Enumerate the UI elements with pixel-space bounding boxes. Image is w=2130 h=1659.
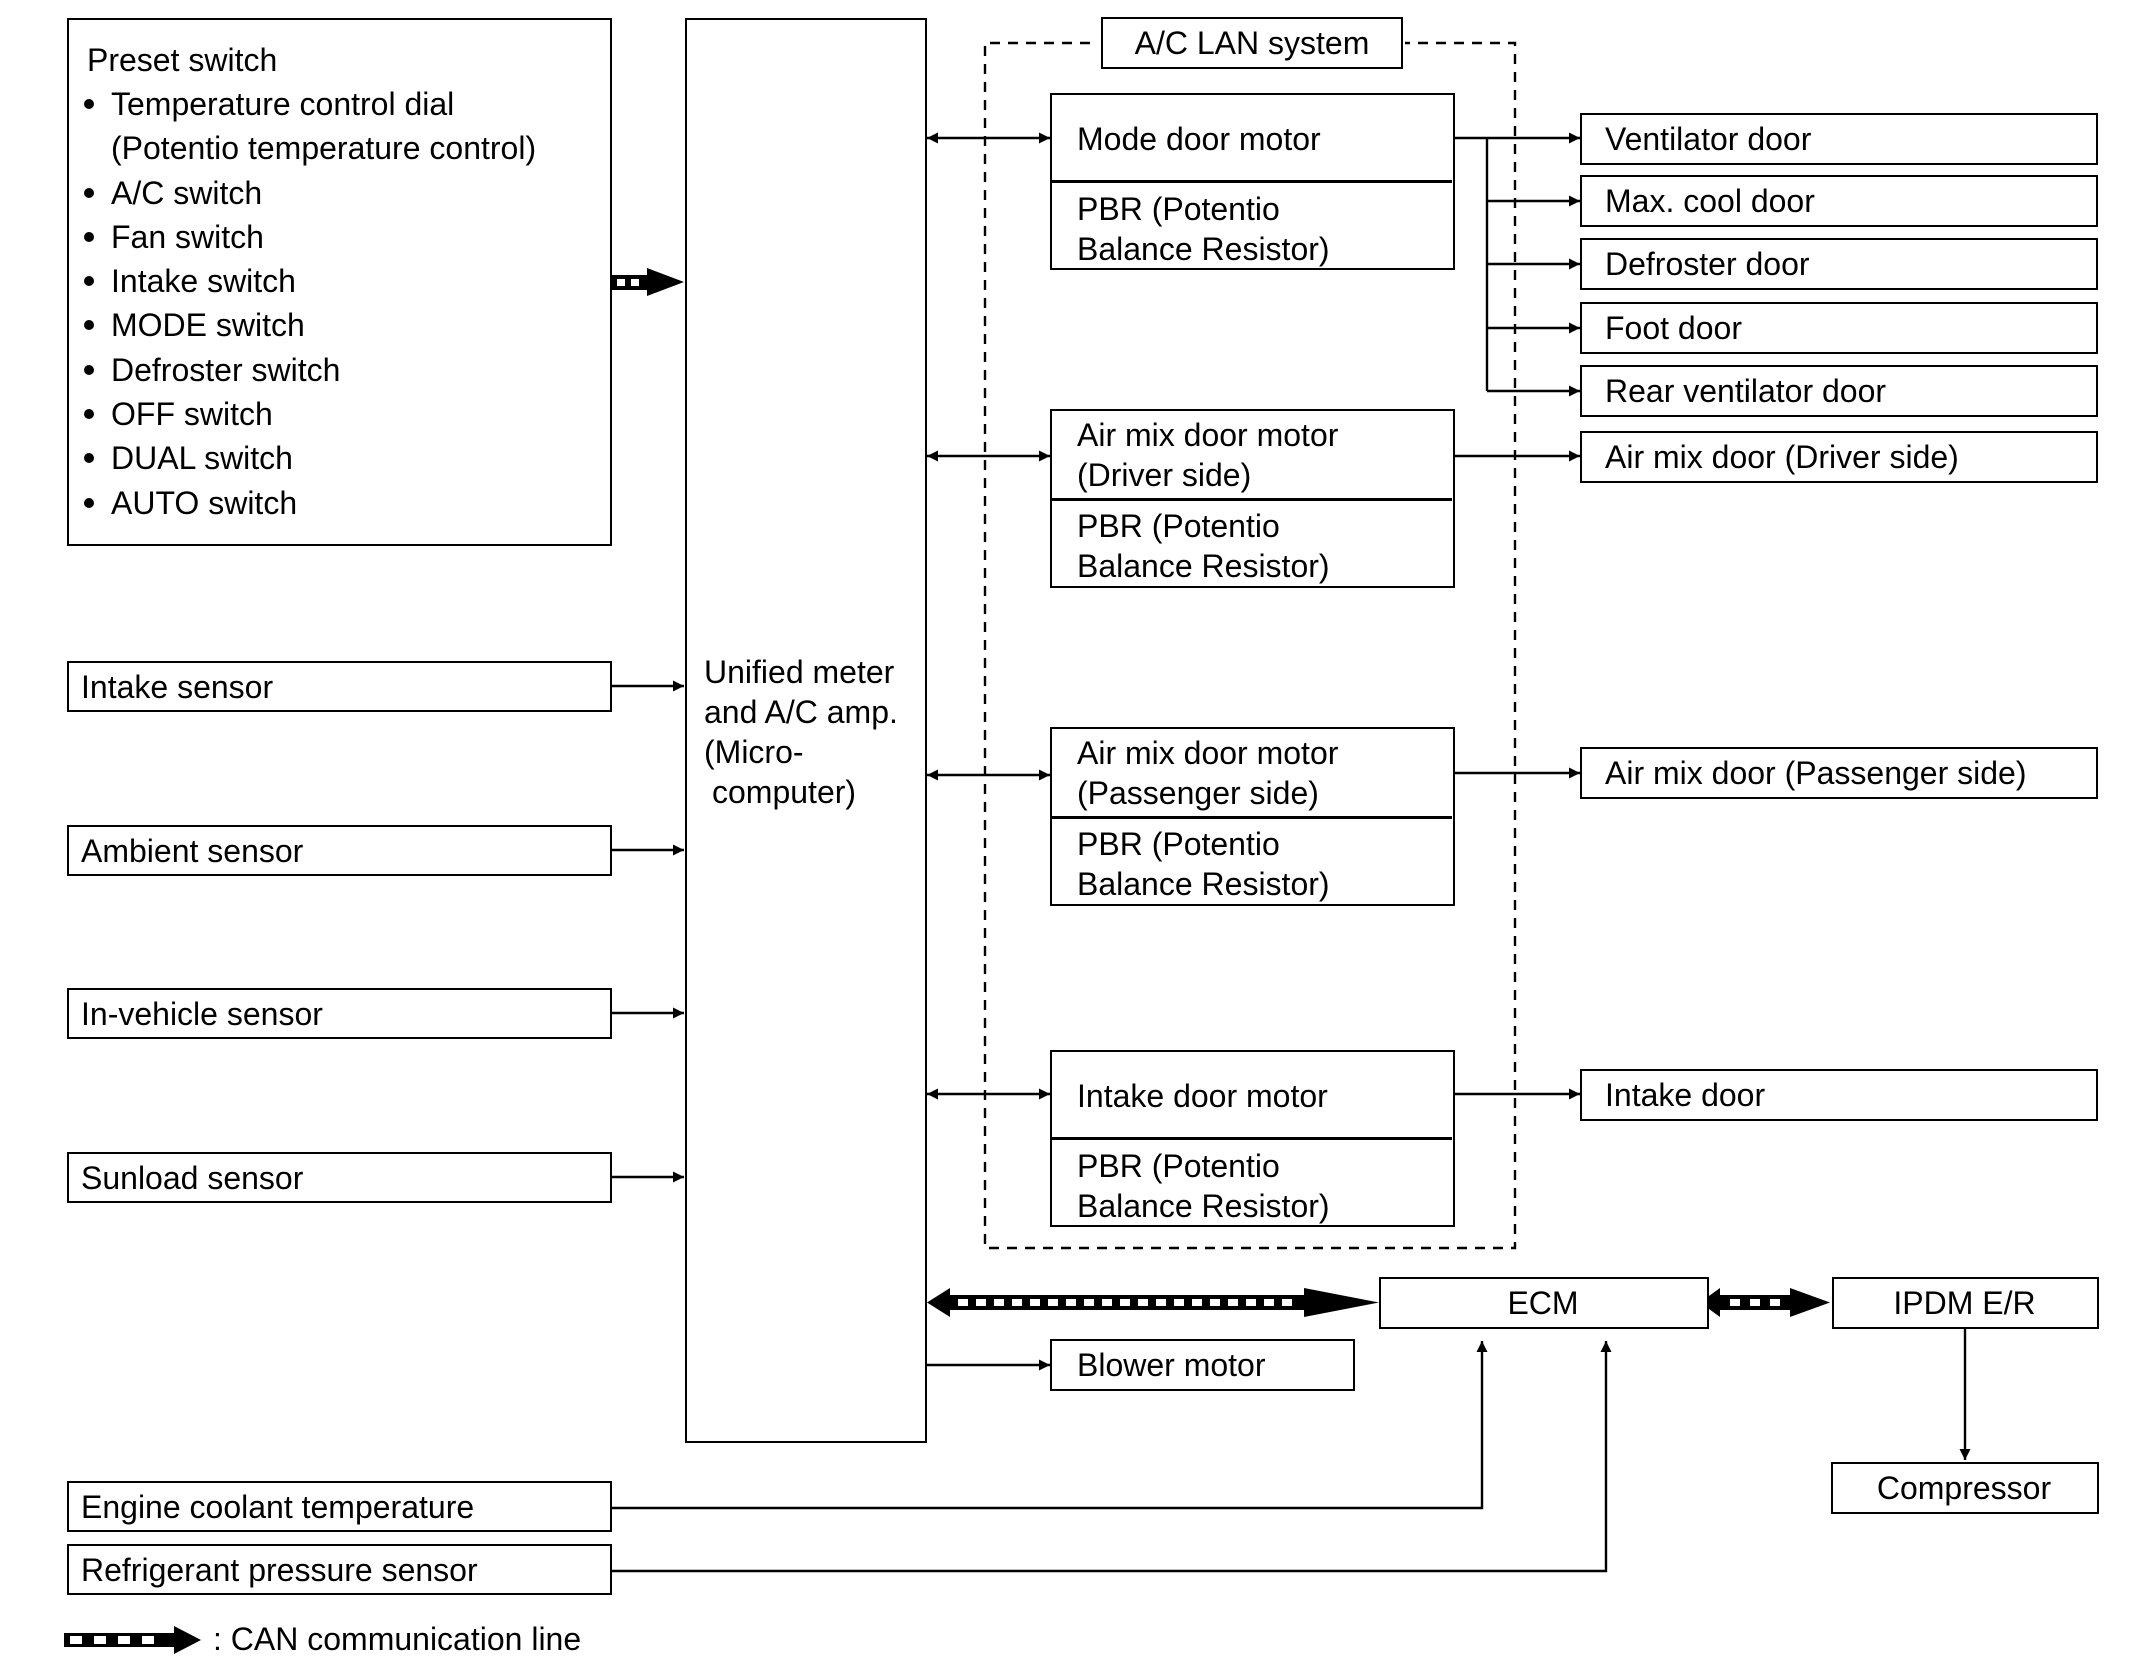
ac-amp-line1: Unified meter xyxy=(704,654,895,690)
pbr-line2: Balance Resistor) xyxy=(1077,1188,1330,1224)
ambient-sensor-label: Ambient sensor xyxy=(81,833,304,869)
divider xyxy=(1052,498,1452,501)
compressor-box: Compressor xyxy=(1831,1462,2099,1514)
defroster-door-label: Defroster door xyxy=(1605,246,1810,282)
compressor-label: Compressor xyxy=(1876,1470,2052,1506)
air-mix-passenger-motor-line1: Air mix door motor xyxy=(1077,735,1339,771)
mode-door-branches xyxy=(1454,132,1580,397)
engine-coolant-line xyxy=(611,1341,1488,1510)
air-mix-passenger-motor-line2: (Passenger side) xyxy=(1077,775,1319,811)
list-item: AUTO switch xyxy=(80,481,536,525)
pbr-line2: Balance Resistor) xyxy=(1077,548,1330,584)
in-vehicle-sensor-label: In-vehicle sensor xyxy=(81,996,323,1032)
preset-switch-list: Temperature control dial (Potentio tempe… xyxy=(80,82,536,525)
max-cool-door-label: Max. cool door xyxy=(1605,183,1815,219)
foot-door-label: Foot door xyxy=(1605,310,1742,346)
air-mix-driver-motor-line1: Air mix door motor xyxy=(1077,417,1339,453)
pbr-line1: PBR (Potentio xyxy=(1077,191,1280,227)
intake-door-motor-box: Intake door motor PBR (Potentio Balance … xyxy=(1050,1050,1455,1227)
ac-lan-frame xyxy=(983,41,1517,1250)
list-item: MODE switch xyxy=(80,303,536,347)
legend-can-symbol xyxy=(64,1626,201,1654)
ventilator-door-box: Ventilator door xyxy=(1580,113,2098,165)
intake-door-box: Intake door xyxy=(1580,1069,2098,1121)
air-mix-driver-motor-line2: (Driver side) xyxy=(1077,457,1252,493)
air-mix-passenger-door-label: Air mix door (Passenger side) xyxy=(1605,755,2027,791)
intake-door-label: Intake door xyxy=(1605,1077,1766,1113)
sunload-sensor-box: Sunload sensor xyxy=(67,1152,612,1203)
air-mix-passenger-door-box: Air mix door (Passenger side) xyxy=(1580,747,2098,799)
list-item: (Potentio temperature control) xyxy=(111,130,537,167)
list-item: Fan switch xyxy=(80,215,536,259)
list-item: DUAL switch xyxy=(80,436,536,480)
ac-lan-title: A/C LAN system xyxy=(1134,25,1370,61)
intake-door-motor-label: Intake door motor xyxy=(1077,1078,1328,1114)
ecm-label: ECM xyxy=(1507,1285,1579,1321)
bullet-icon xyxy=(84,320,94,331)
pbr-line2: Balance Resistor) xyxy=(1077,231,1330,267)
ventilator-door-label: Ventilator door xyxy=(1605,121,1812,157)
ecm-box: ECM xyxy=(1379,1277,1709,1329)
defroster-door-box: Defroster door xyxy=(1580,238,2098,290)
list-item: Defroster switch xyxy=(80,348,536,392)
sunload-sensor-label: Sunload sensor xyxy=(81,1160,304,1196)
mode-door-motor-box: Mode door motor PBR (Potentio Balance Re… xyxy=(1050,93,1455,270)
ipdm-label: IPDM E/R xyxy=(1893,1285,2036,1321)
engine-coolant-label: Engine coolant temperature xyxy=(81,1489,475,1525)
blower-motor-box: Blower motor xyxy=(1050,1339,1355,1391)
pbr-line2: Balance Resistor) xyxy=(1077,866,1330,902)
air-mix-driver-motor-box: Air mix door motor (Driver side) PBR (Po… xyxy=(1050,409,1455,588)
pbr-line1: PBR (Potentio xyxy=(1077,1148,1280,1184)
can-line-ecm-ipdm xyxy=(1700,1288,1830,1317)
intake-sensor-label: Intake sensor xyxy=(81,669,274,705)
pbr-line1: PBR (Potentio xyxy=(1077,826,1280,862)
bullet-icon xyxy=(84,231,94,242)
list-item: OFF switch xyxy=(80,392,536,436)
ipdm-box: IPDM E/R xyxy=(1832,1277,2099,1329)
rear-ventilator-door-box: Rear ventilator door xyxy=(1580,365,2098,417)
bullet-icon xyxy=(84,453,94,464)
foot-door-box: Foot door xyxy=(1580,302,2098,354)
air-mix-driver-door-label: Air mix door (Driver side) xyxy=(1605,439,1959,475)
engine-coolant-box: Engine coolant temperature xyxy=(67,1481,612,1532)
ac-amp-line3: (Micro- xyxy=(704,734,804,770)
air-mix-passenger-motor-box: Air mix door motor (Passenger side) PBR … xyxy=(1050,727,1455,906)
ac-lan-title-box: A/C LAN system xyxy=(1101,17,1403,69)
blower-motor-label: Blower motor xyxy=(1077,1347,1266,1383)
divider xyxy=(1052,816,1452,819)
divider xyxy=(1052,1137,1452,1140)
preset-switch-title: Preset switch xyxy=(87,42,278,78)
bullet-icon xyxy=(84,99,94,109)
intake-sensor-box: Intake sensor xyxy=(67,661,612,712)
bullet-icon xyxy=(84,497,94,508)
ac-amp-box: Unified meter and A/C amp. (Micro- compu… xyxy=(685,18,927,1443)
mode-door-motor-label: Mode door motor xyxy=(1077,121,1321,157)
bullet-icon xyxy=(84,409,94,420)
max-cool-door-box: Max. cool door xyxy=(1580,175,2098,227)
ac-amp-line4: computer) xyxy=(712,774,857,810)
refrigerant-box: Refrigerant pressure sensor xyxy=(67,1544,612,1595)
list-item: Temperature control dial xyxy=(80,82,536,126)
preset-switch-box xyxy=(67,18,612,546)
refrigerant-line xyxy=(611,1341,1612,1573)
air-mix-driver-door-box: Air mix door (Driver side) xyxy=(1580,431,2098,483)
divider xyxy=(1052,180,1452,183)
bullet-icon xyxy=(84,364,94,375)
bullet-icon xyxy=(84,187,94,198)
bullet-icon xyxy=(84,276,94,287)
ambient-sensor-box: Ambient sensor xyxy=(67,825,612,876)
refrigerant-label: Refrigerant pressure sensor xyxy=(81,1552,478,1588)
ac-amp-line2: and A/C amp. xyxy=(704,694,898,730)
can-line-preset xyxy=(611,268,684,296)
pbr-line1: PBR (Potentio xyxy=(1077,508,1280,544)
list-item: Intake switch xyxy=(80,259,536,303)
in-vehicle-sensor-box: In-vehicle sensor xyxy=(67,988,612,1039)
legend-label: : CAN communication line xyxy=(213,1621,582,1657)
rear-ventilator-door-label: Rear ventilator door xyxy=(1605,373,1887,409)
can-line-amp-ecm xyxy=(927,1288,1379,1317)
list-item: A/C switch xyxy=(80,171,536,215)
